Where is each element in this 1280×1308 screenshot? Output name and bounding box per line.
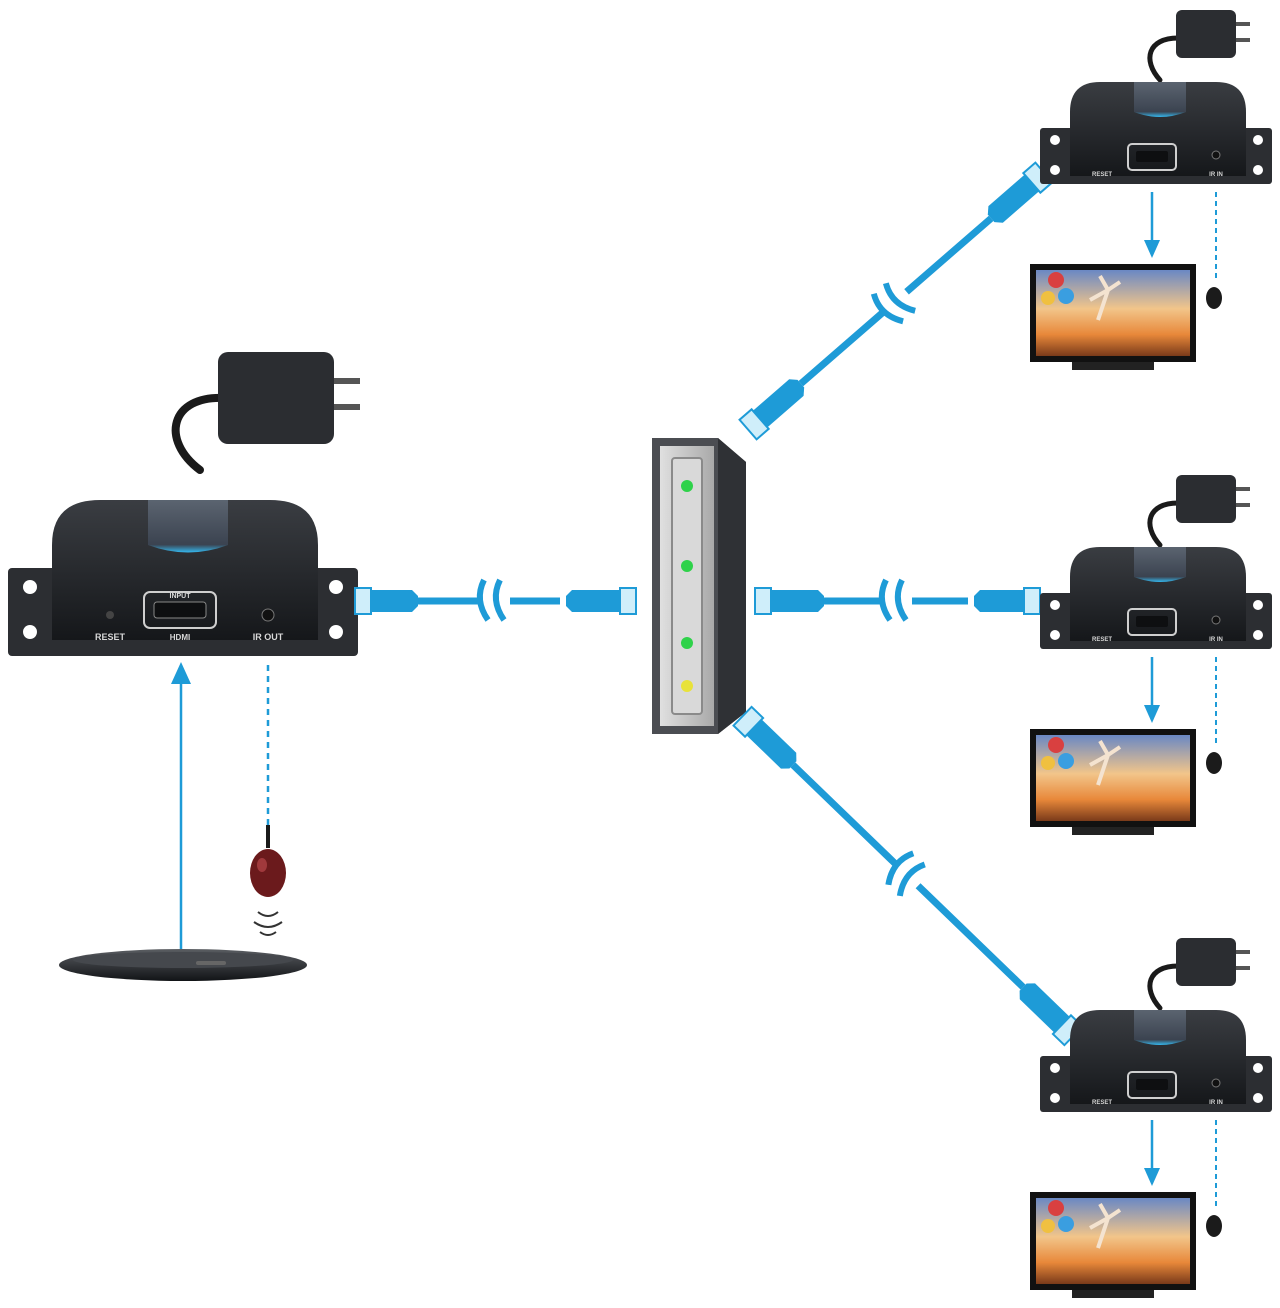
- switch-led-4: [681, 680, 693, 692]
- transmitter-hdmi-label: HDMI: [170, 633, 190, 642]
- switch-led-2: [681, 560, 693, 572]
- receiver-1-tv: [1030, 264, 1196, 370]
- transmitter-power-adapter: [171, 352, 360, 474]
- receiver-2-tv: [1030, 729, 1196, 835]
- receiver-1-reset-label: RESET: [1092, 172, 1112, 178]
- receiver-2-reset-label: RESET: [1092, 637, 1112, 643]
- receiver-2: RESET IR IN: [1030, 475, 1272, 835]
- receiver-3: RESET IR IN: [1030, 938, 1272, 1298]
- receiver-2-ir-label: IR IN: [1209, 637, 1223, 643]
- cable-transmitter-to-switch: [354, 578, 637, 622]
- receiver-3-ir-label: IR IN: [1209, 1100, 1223, 1106]
- transmitter-unit: RESET HDMI INPUT IR OUT: [8, 500, 358, 656]
- cable-switch-to-receiver-1: [738, 161, 1054, 441]
- receiver-3-tv: [1030, 1192, 1196, 1298]
- switch-led-3: [681, 637, 693, 649]
- ir-emitter: [250, 665, 286, 936]
- receiver-3-reset-label: RESET: [1092, 1100, 1112, 1106]
- hdmi-input-arrow: [171, 662, 191, 960]
- receiver-2-power-adapter: [1147, 475, 1250, 548]
- switch-led-1: [681, 480, 693, 492]
- receiver-1-ir-label: IR IN: [1209, 172, 1223, 178]
- receiver-1: RESET IR IN: [1030, 10, 1272, 370]
- receiver-1-power-adapter: [1147, 10, 1250, 83]
- transmitter-reset-label: RESET: [95, 632, 126, 642]
- cable-switch-to-receiver-2: [754, 578, 1041, 622]
- receiver-3-power-adapter: [1147, 938, 1250, 1011]
- source-player: [59, 949, 307, 981]
- network-switch: [652, 438, 746, 734]
- transmitter-ir-out-label: IR OUT: [253, 632, 284, 642]
- transmitter-hdmi-input-label: INPUT: [170, 593, 192, 600]
